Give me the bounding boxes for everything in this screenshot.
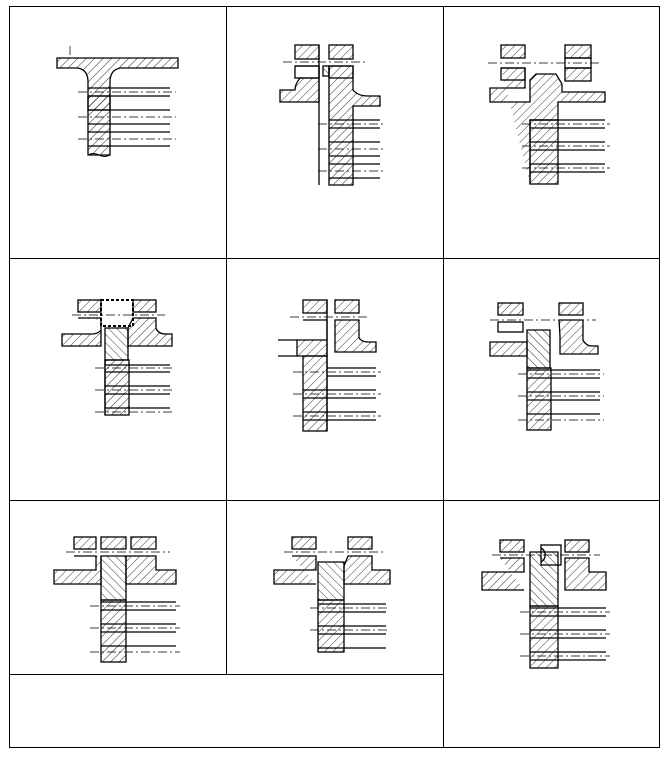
joint-sketch-2	[279, 44, 385, 186]
joint-sketch-8	[273, 536, 391, 653]
joint-sketch-1	[56, 46, 179, 157]
joint-sketch-6	[489, 302, 604, 431]
joint-sketch-9	[481, 539, 610, 669]
joint-sketch-5	[278, 299, 381, 432]
joint-sketch-3	[488, 44, 610, 185]
table-grid	[9, 6, 660, 748]
joint-sketch-4	[61, 299, 175, 416]
table-border	[9, 6, 660, 748]
joint-sketch-7	[53, 536, 180, 663]
